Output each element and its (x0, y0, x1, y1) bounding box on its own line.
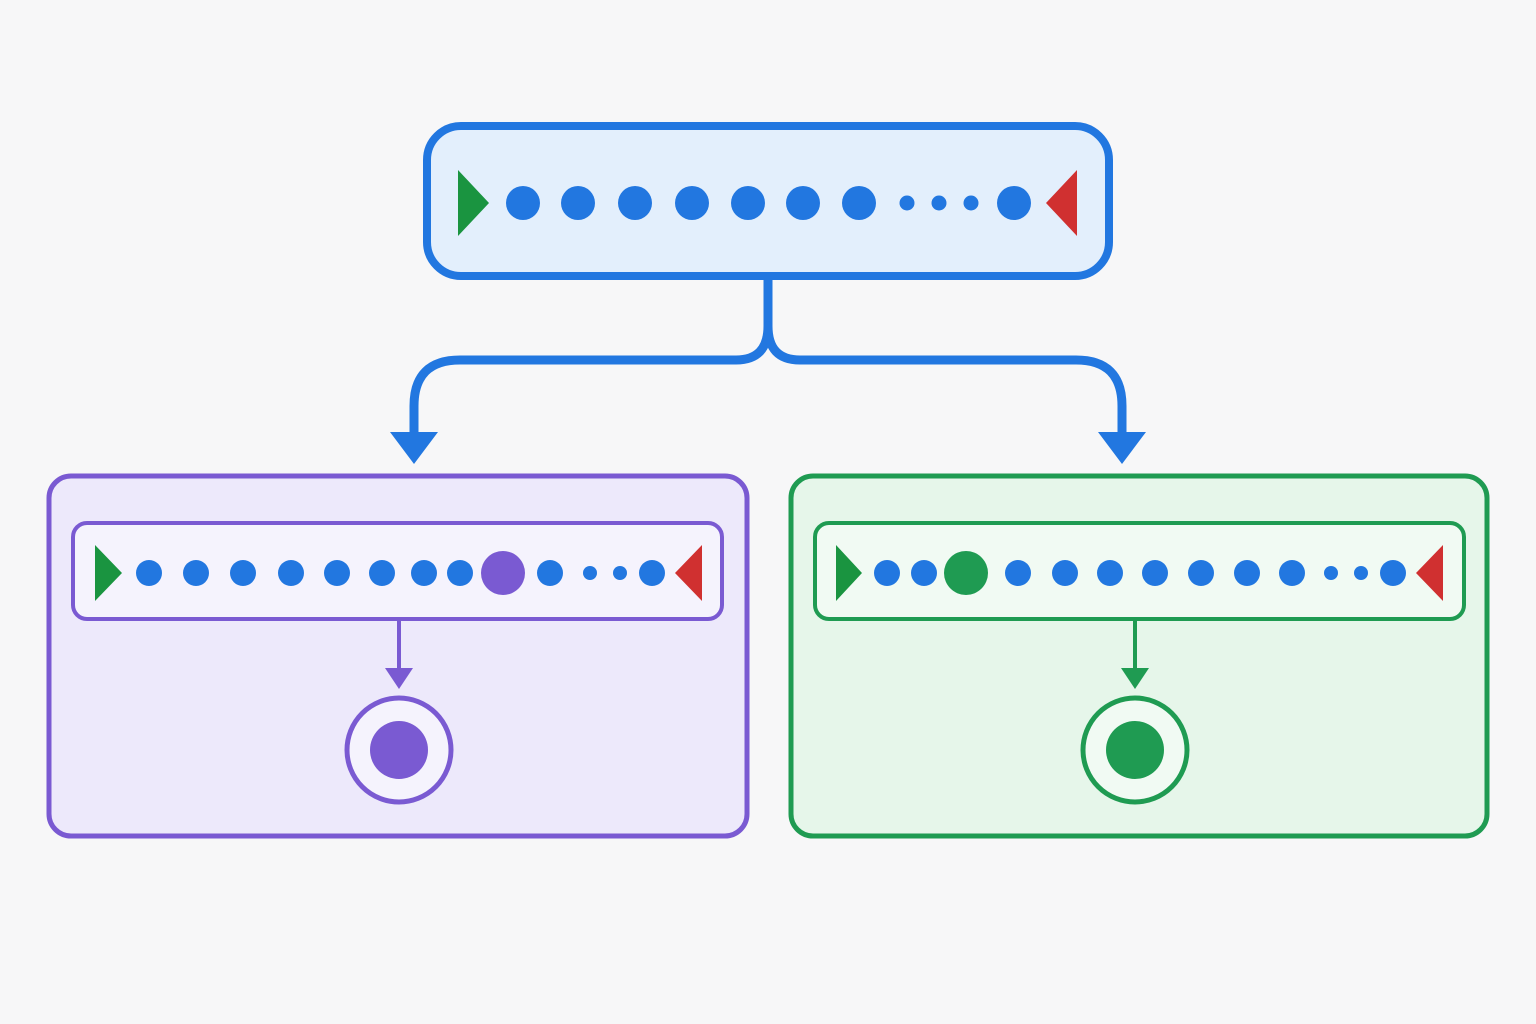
left-dot (369, 560, 395, 586)
right-start-marker-icon (836, 545, 862, 601)
left-ellipsis-dot (613, 566, 627, 580)
right-sequence-frame (813, 521, 1466, 621)
left-arrowhead-icon (390, 432, 438, 464)
source-dot (506, 186, 540, 220)
right-panel (788, 473, 1490, 839)
right-end-marker-icon (1416, 545, 1443, 601)
source-panel (423, 122, 1113, 280)
right-highlighted-dot (944, 551, 988, 595)
source-ellipsis-dot (931, 195, 947, 211)
right-sequence (874, 551, 1406, 595)
right-output-arrowhead-icon (1121, 668, 1149, 689)
left-output-arrowhead-icon (385, 668, 413, 689)
left-sequence (136, 551, 665, 595)
source-dot (675, 186, 709, 220)
left-panel (46, 473, 750, 839)
left-sequence-frame (71, 521, 724, 621)
connector-right-branch-arrow (763, 321, 1127, 443)
left-result-target-icon (344, 695, 454, 805)
right-arrowhead-icon (1098, 432, 1146, 464)
source-end-marker-icon (1046, 170, 1077, 236)
left-dot (447, 560, 473, 586)
source-sequence (506, 186, 1031, 220)
left-dot (411, 560, 437, 586)
right-dot (1052, 560, 1078, 586)
source-ellipsis-dot (963, 195, 979, 211)
left-ellipsis-dot (583, 566, 597, 580)
right-dot (1380, 560, 1406, 586)
right-ellipsis-dot (1324, 566, 1338, 580)
branch-connector (409, 275, 1127, 443)
source-dot (618, 186, 652, 220)
connector-left-branch-arrow (409, 321, 773, 443)
left-dot (639, 560, 665, 586)
left-dot (230, 560, 256, 586)
left-dot (324, 560, 350, 586)
source-dot (731, 186, 765, 220)
source-ellipsis-dot (899, 195, 915, 211)
right-ellipsis-dot (1354, 566, 1368, 580)
left-dot (136, 560, 162, 586)
right-dot (874, 560, 900, 586)
source-dot (842, 186, 876, 220)
right-dot (1142, 560, 1168, 586)
left-dot (183, 560, 209, 586)
right-dot (911, 560, 937, 586)
source-dot (786, 186, 820, 220)
right-dot (1188, 560, 1214, 586)
right-dot (1234, 560, 1260, 586)
right-result-target-icon (1080, 695, 1190, 805)
left-dot (537, 560, 563, 586)
right-dot (1279, 560, 1305, 586)
left-highlighted-dot (481, 551, 525, 595)
source-dot (997, 186, 1031, 220)
left-start-marker-icon (95, 545, 122, 601)
right-dot (1097, 560, 1123, 586)
source-start-marker-icon (458, 170, 489, 236)
source-dot (561, 186, 595, 220)
right-dot (1005, 560, 1031, 586)
left-dot (278, 560, 304, 586)
left-end-marker-icon (675, 545, 702, 601)
